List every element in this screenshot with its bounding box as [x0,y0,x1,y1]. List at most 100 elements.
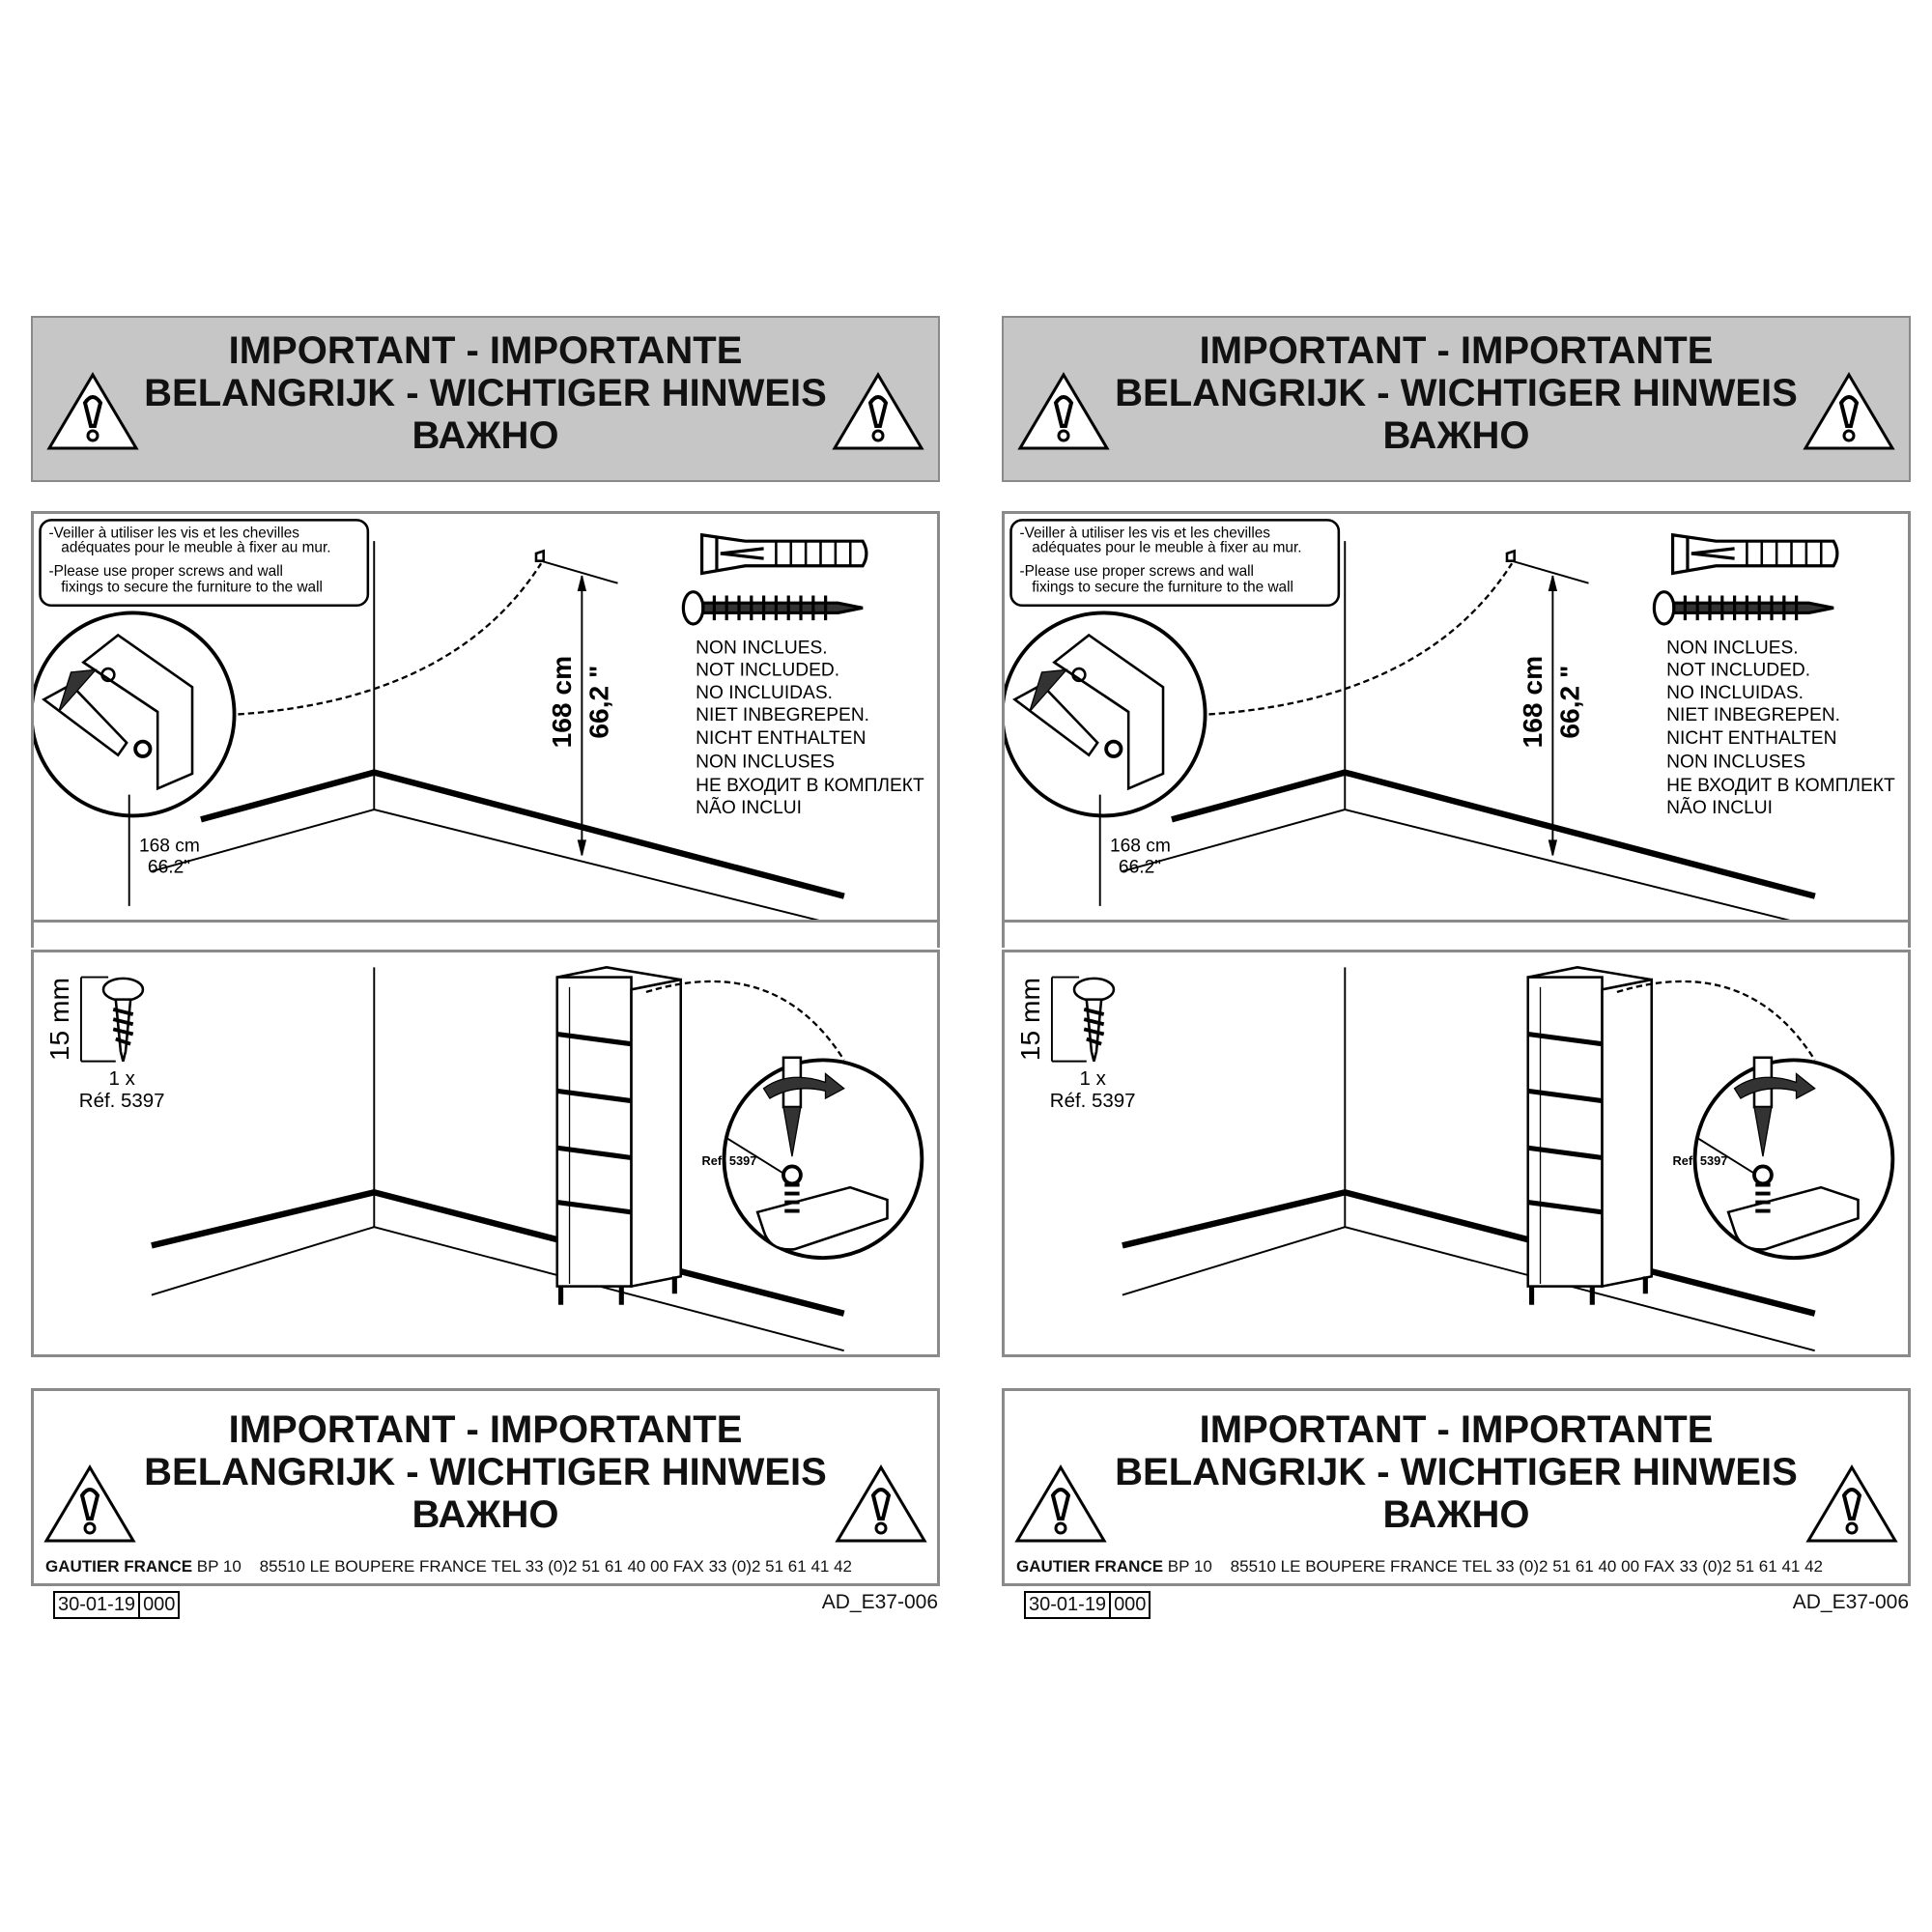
note-line: -Please use proper screws and wall [48,563,282,580]
date-revision-box: 30-01-19 000 [1024,1591,1151,1619]
bookcase-fixing-illustration: 15 mm 1 x Réf. 5397 [1015,966,1895,1352]
note-line: adéquates pour le meuble à fixer au mur. [61,540,330,556]
screw-detail-circle [1692,1056,1895,1261]
document-reference: AD_E37-006 [821,1591,938,1613]
document-reference: AD_E37-006 [1792,1591,1909,1613]
room-corner [1122,541,1816,920]
not-included-item: NON INCLUES. [696,639,827,659]
not-included-item: NÃO INCLUI [1666,797,1773,818]
bookcase [1526,966,1654,1305]
screw-quantity: 1 x [1080,1067,1107,1090]
note-line: adéquates pour le meuble à fixer au mur. [1032,540,1301,556]
date-revision-box: 30-01-19 000 [53,1591,181,1619]
height-cm-label: 168 cm [1517,656,1548,749]
detail-part-ref: Ref: 5397 [702,1153,757,1168]
header-line-2: BELANGRIJK - WICHTIGER HINWEIS [1115,372,1798,414]
room-corner [1122,967,1816,1352]
not-included-list: NON INCLUES. NOT INCLUDED. NO INCLUIDAS.… [696,639,924,818]
bookcase [555,966,683,1305]
warning-header: IMPORTANT - IMPORTANTE BELANGRIJK - WICH… [31,316,940,482]
small-screw-icon [1050,976,1116,1063]
footer-warning-line-2: BELANGRIJK - WICHTIGER HINWEIS [144,1451,827,1493]
detail-part-ref: Ref: 5397 [1673,1153,1728,1168]
warning-triangle-icon [1014,1464,1107,1543]
wall-plug-icon [1670,532,1839,576]
company-name: GAUTIER FRANCE [1016,1557,1164,1576]
wall-fixing-illustration: -Veiller à utiliser les vis et les chevi… [1005,519,1895,920]
not-included-item: NO INCLUIDAS. [1666,683,1804,703]
bracket-height-inch: 66.2" [1119,857,1161,877]
not-included-item: NON INCLUES. [1666,639,1798,659]
not-included-item: NOT INCLUDED. [696,661,839,681]
note-box [39,519,370,608]
screw-length-label: 15 mm [1015,978,1045,1061]
height-cm-label: 168 cm [546,656,577,749]
header-line-3: ВАЖНО [1382,414,1530,457]
small-screw-icon [79,976,145,1063]
document-date: 30-01-19 [58,1594,136,1615]
bracket-height-inch: 66.2" [148,857,190,877]
not-included-item: НЕ ВХОДИТ В КОМПЛЕКТ [1666,776,1895,796]
screw-part-ref: Réf. 5397 [1050,1090,1136,1112]
screw-quantity: 1 x [109,1067,136,1090]
footer-warning-line-3: ВАЖНО [412,1493,559,1536]
warning-triangle-icon [43,1464,136,1543]
warning-footer-box: IMPORTANT - IMPORTANTE BELANGRIJK - WICH… [1002,1388,1911,1586]
not-included-item: NON INCLUSES [696,753,835,773]
not-included-item: NICHT ENTHALTEN [696,728,866,749]
warning-header: IMPORTANT - IMPORTANTE BELANGRIJK - WICH… [1002,316,1911,482]
step-1-wall-fixing-panel: -Veiller à utiliser les vis et les chevi… [31,511,940,923]
instruction-page-left: IMPORTANT - IMPORTANTE BELANGRIJK - WICH… [31,316,940,1630]
note-line: fixings to secure the furniture to the w… [61,580,323,596]
screw-detail-circle [722,1056,924,1261]
not-included-item: NICHT ENTHALTEN [1666,728,1836,749]
not-included-item: NON INCLUSES [1666,753,1805,773]
note-line: fixings to secure the furniture to the w… [1032,580,1293,596]
not-included-item: NÃO INCLUI [696,797,802,818]
step-2-bookcase-fixing-panel: 15 mm 1 x Réf. 5397 [1002,950,1911,1357]
revision-number: 000 [138,1593,178,1617]
warning-triangle-icon [832,372,924,450]
not-included-item: NIET INBEGREPEN. [696,705,869,725]
header-line-1: IMPORTANT - IMPORTANTE [1199,329,1714,372]
note-box [1009,519,1341,608]
room-corner [151,967,845,1352]
header-line-2: BELANGRIJK - WICHTIGER HINWEIS [144,372,827,414]
not-included-item: NOT INCLUDED. [1666,661,1810,681]
step-1-wall-fixing-panel: -Veiller à utiliser les vis et les chevi… [1002,511,1911,923]
detail-leader [1208,562,1514,716]
document-date: 30-01-19 [1029,1594,1107,1615]
height-inch-label: 66,2 " [1553,666,1584,739]
footer-warning-line-2: BELANGRIJK - WICHTIGER HINWEIS [1115,1451,1798,1493]
room-corner [151,541,845,920]
height-inch-label: 66,2 " [582,666,613,739]
company-info: GAUTIER FRANCE BP 10 85510 LE BOUPERE FR… [45,1557,929,1577]
height-dimension [534,549,618,856]
step-2-bookcase-fixing-panel: 15 mm 1 x Réf. 5397 [31,950,940,1357]
header-line-1: IMPORTANT - IMPORTANTE [228,329,743,372]
wall-plug-icon [699,532,868,576]
company-info: GAUTIER FRANCE BP 10 85510 LE BOUPERE FR… [1016,1557,1900,1577]
note-line: -Veiller à utiliser les vis et les chevi… [1019,525,1270,541]
not-included-item: NO INCLUIDAS. [696,683,833,703]
footer-warning-line-1: IMPORTANT - IMPORTANTE [228,1408,743,1451]
footer-warning-line-1: IMPORTANT - IMPORTANTE [1199,1408,1714,1451]
bracket-height-cm: 168 cm [1110,837,1171,857]
bracket-height-cm: 168 cm [139,837,200,857]
detail-leader [645,980,845,1061]
wood-screw-icon [681,590,864,626]
bookcase-fixing-illustration: 15 mm 1 x Réf. 5397 [44,966,924,1352]
note-line: -Please use proper screws and wall [1019,563,1253,580]
warning-triangle-icon [46,372,139,450]
company-address: BP 10 85510 LE BOUPERE FRANCE TEL 33 (0)… [1163,1557,1823,1576]
footer-warning-line-3: ВАЖНО [1382,1493,1530,1536]
not-included-item: НЕ ВХОДИТ В КОМПЛЕКТ [696,776,924,796]
height-dimension [1505,549,1589,856]
bracket-detail-circle [1005,611,1208,906]
company-address: BP 10 85510 LE BOUPERE FRANCE TEL 33 (0)… [192,1557,852,1576]
panel-separator [31,923,940,948]
wood-screw-icon [1652,590,1834,626]
not-included-item: NIET INBEGREPEN. [1666,705,1840,725]
warning-footer-box: IMPORTANT - IMPORTANTE BELANGRIJK - WICH… [31,1388,940,1586]
detail-leader [1616,980,1816,1061]
